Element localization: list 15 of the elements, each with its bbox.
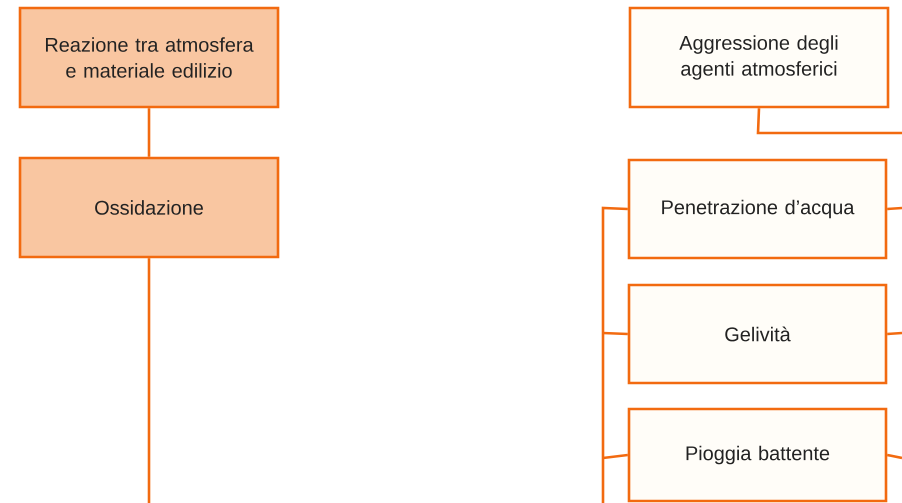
connector-line: [756, 108, 902, 134]
connector-line: [602, 206, 628, 503]
process-box: Pioggia battente: [628, 408, 888, 502]
process-box: Aggressione degli agenti atmosferici: [628, 6, 890, 108]
connector-line: [887, 332, 902, 336]
connector-line: [887, 454, 902, 460]
process-box: Ossidazione: [18, 156, 280, 258]
process-box: Gelività: [628, 284, 888, 384]
process-box: Reazione tra atmosfera e materiale edilizio: [18, 6, 280, 108]
process-box: Penetrazione d’acqua: [628, 158, 888, 260]
connector-line: [148, 258, 150, 503]
connector-line: [148, 108, 150, 157]
connector-line: [602, 332, 628, 336]
connector-line: [602, 454, 628, 460]
connector-line: [887, 206, 902, 210]
